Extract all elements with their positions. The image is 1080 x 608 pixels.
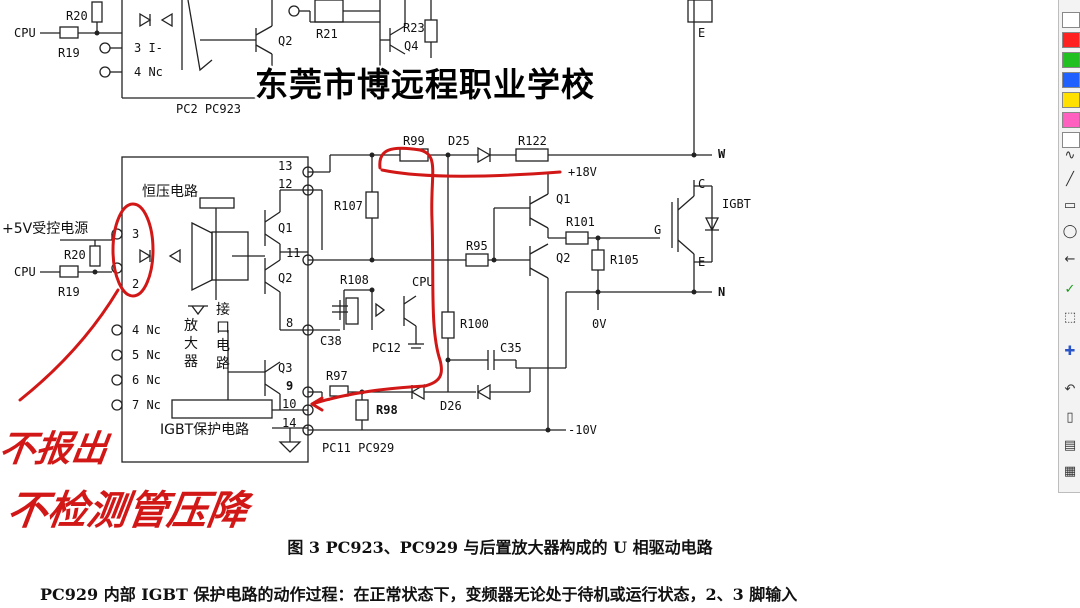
label-pin8: 8 <box>286 316 293 330</box>
annotation-line1: 不报出 <box>0 429 111 470</box>
label-g: G <box>654 223 661 237</box>
label-18v: +18V <box>568 165 597 179</box>
label-r100: R100 <box>460 317 489 331</box>
label-pin6: 6 Nc <box>132 373 161 387</box>
label-const-voltage: 恒压电路 <box>142 184 198 200</box>
color-swatch-white[interactable] <box>1062 12 1080 28</box>
save-tool-icon[interactable]: ▦ <box>1063 464 1077 479</box>
label-pin11: 11 <box>286 246 300 260</box>
label-d26: D26 <box>440 399 462 413</box>
label-r105: R105 <box>610 253 639 267</box>
label-cpu-opto: CPU <box>412 275 434 289</box>
print-tool-icon[interactable]: ▤ <box>1063 438 1077 453</box>
label-pc12: PC12 <box>372 341 401 355</box>
label-pin3-top: 3 I- <box>134 41 163 55</box>
label-pc11: PC11 PC929 <box>322 441 394 455</box>
label-r101: R101 <box>566 215 595 229</box>
label-cpu-mid: CPU <box>14 265 36 279</box>
label-amp-1: 放 <box>184 318 198 334</box>
label-r19-mid: R19 <box>58 285 80 299</box>
label-pin3: 3 <box>132 227 139 241</box>
label-q3-in: Q3 <box>278 361 292 375</box>
label-pin13: 13 <box>278 159 292 173</box>
plus-tool-icon[interactable]: ✚ <box>1064 344 1076 359</box>
label-r108: R108 <box>340 273 369 287</box>
label-if-3: 电 <box>216 338 230 354</box>
page-tool-icon[interactable]: ▯ <box>1066 410 1074 425</box>
label-n: N <box>718 285 725 299</box>
label-if-1: 接 <box>216 301 230 318</box>
label-q2-top: Q2 <box>278 34 292 48</box>
label-r99: R99 <box>403 134 425 148</box>
color-swatch-blue[interactable] <box>1062 72 1080 88</box>
label-pin12: 12 <box>278 177 292 191</box>
label-pc2: PC2 PC923 <box>176 102 241 116</box>
label-c35: C35 <box>500 341 522 355</box>
label-q4: Q4 <box>404 39 418 53</box>
label-minus10v: -10V <box>568 423 597 437</box>
label-pin7: 7 Nc <box>132 398 161 412</box>
label-r97: R97 <box>326 369 348 383</box>
label-pin4-top: 4 Nc <box>134 65 163 79</box>
label-r107: R107 <box>334 199 363 213</box>
label-q2-out: Q2 <box>556 251 570 265</box>
rect-tool-icon[interactable]: ▭ <box>1063 198 1077 213</box>
label-igbt: IGBT <box>722 197 751 211</box>
label-q1-out: Q1 <box>556 192 570 206</box>
color-swatch-green[interactable] <box>1062 52 1080 68</box>
body-paragraph: PC929 内部 IGBT 保护电路的动作过程：在正常状态下，变频器无论处于待机… <box>40 585 798 604</box>
label-r95: R95 <box>466 239 488 253</box>
label-amp-2: 大 <box>184 336 198 352</box>
label-e: E <box>698 255 705 269</box>
label-d25: D25 <box>448 134 470 148</box>
annotation-line2: 不检测管压降 <box>4 488 251 534</box>
color-swatch-yellow[interactable] <box>1062 92 1080 108</box>
undo-tool-icon[interactable]: ↶ <box>1064 382 1076 397</box>
label-igbt-protect: IGBT保护电路 <box>160 422 249 438</box>
label-r20-top: R20 <box>66 9 88 23</box>
watermark: 东莞市博远程职业学校 <box>255 65 595 104</box>
ellipse-tool-icon[interactable]: ◯ <box>1062 224 1078 239</box>
label-pin9: 9 <box>286 379 293 393</box>
label-r21: R21 <box>316 27 338 41</box>
label-c: C <box>698 177 705 191</box>
label-if-4: 路 <box>216 356 230 372</box>
label-r19-top: R19 <box>58 46 80 60</box>
line-tool-icon[interactable]: ╱ <box>1066 172 1074 187</box>
label-pin2: 2 <box>132 277 139 291</box>
label-pin10: 10 <box>282 397 296 411</box>
label-if-2: 口 <box>216 320 230 336</box>
label-pin14: 14 <box>282 416 296 430</box>
label-amp-3: 器 <box>184 354 198 370</box>
label-q2-in: Q2 <box>278 271 292 285</box>
figure-caption: 图 3 PC923、PC929 与后置放大器构成的 U 相驱动电路 <box>287 538 713 557</box>
label-5v-source: +5V受控电源 <box>2 221 88 237</box>
label-r23: R23 <box>403 21 425 35</box>
color-swatch-pink[interactable] <box>1062 112 1080 128</box>
pen-tool-icon[interactable]: ∿ <box>1064 148 1076 163</box>
label-pin4: 4 Nc <box>132 323 161 337</box>
annotation-toolbar: ∿ ╱ ▭ ◯ ← ✓ ⬚ ✚ ↶ ▯ ▤ ▦ <box>1058 0 1080 493</box>
label-r122: R122 <box>518 134 547 148</box>
select-tool-icon[interactable]: ⬚ <box>1063 310 1077 325</box>
color-swatch-red[interactable] <box>1062 32 1080 48</box>
label-cpu-top: CPU <box>14 26 36 40</box>
label-w: W <box>718 147 726 161</box>
label-q1-in: Q1 <box>278 221 292 235</box>
check-tool-icon[interactable]: ✓ <box>1064 282 1076 297</box>
arrow-tool-icon[interactable]: ← <box>1064 252 1076 267</box>
label-0v: 0V <box>592 317 606 331</box>
label-c38: C38 <box>320 334 342 348</box>
label-r98: R98 <box>376 403 398 417</box>
label-e-top: E <box>698 26 705 40</box>
label-r20-mid: R20 <box>64 248 86 262</box>
label-pin5: 5 Nc <box>132 348 161 362</box>
